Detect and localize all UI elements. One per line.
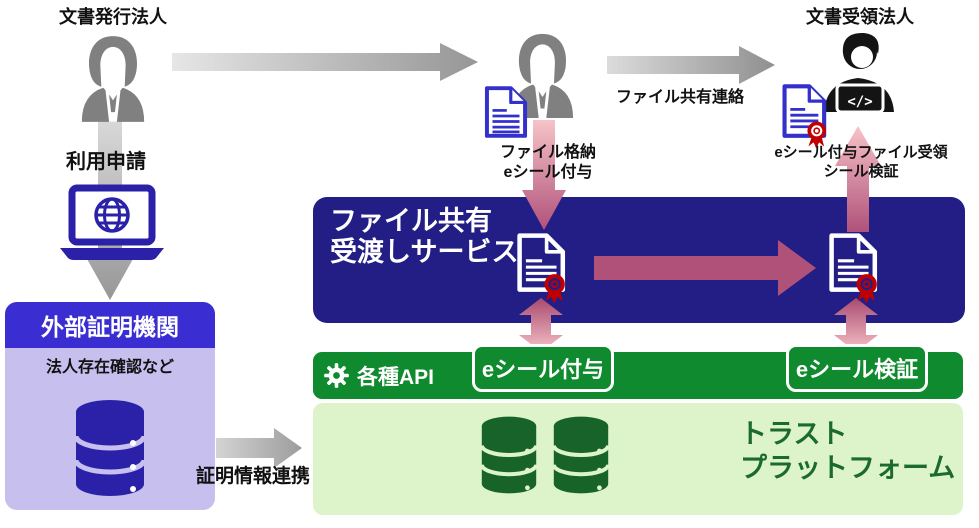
service-document-icon-left	[517, 233, 566, 304]
service-title: ファイル共有 受渡しサービス	[330, 206, 518, 268]
center-person-icon	[511, 33, 574, 118]
platform-title: トラスト プラットフォーム	[740, 417, 955, 485]
arrow-file-store-down	[522, 120, 566, 230]
external-cert-header: 外部証明機関	[5, 302, 215, 348]
file-store-line1: ファイル格納	[499, 144, 596, 161]
service-title-line2: 受渡しサービス	[330, 237, 519, 267]
file-store-line2: eシール付与	[503, 164, 593, 181]
platform-title-line2: プラットフォーム	[740, 453, 956, 483]
eseal-verify-button: eシール検証	[786, 344, 928, 392]
document-icon-sealed	[782, 84, 827, 149]
external-cert-title: 外部証明機関	[41, 314, 179, 340]
arrow-receive-up	[835, 126, 881, 232]
api-bar-label-group: 各種API	[323, 352, 434, 399]
arrow-issuer-to-center	[172, 43, 478, 81]
seal-icon	[856, 274, 877, 304]
trust-platform-box	[313, 403, 963, 515]
arrow-seal-attach-bidirectional	[519, 298, 563, 352]
platform-title-line1: トラスト	[740, 419, 848, 449]
eseal-attach-button: eシール付与	[472, 344, 614, 392]
svg-text:</>: </>	[847, 94, 872, 110]
service-document-icon-right	[829, 233, 878, 304]
platform-database-icon-1	[479, 416, 539, 494]
issuer-label: 文書発行法人	[59, 7, 167, 27]
cert-box-subtitle: 法人存在確認など	[45, 359, 174, 376]
arrow-doc-transfer	[594, 240, 816, 296]
api-bar-label: 各種API	[357, 365, 435, 389]
receiver-person-icon: </>	[824, 32, 894, 114]
arrow-cert-link	[216, 428, 302, 468]
arrow-seal-verify-bidirectional	[834, 298, 878, 352]
file-store-label: ファイル格納 eシール付与	[483, 143, 613, 183]
issuer-person-icon	[81, 36, 145, 122]
cert-link-label: 証明情報連携	[196, 466, 311, 487]
service-title-line1: ファイル共有	[330, 206, 492, 236]
gear-icon	[324, 363, 349, 388]
platform-database-icon-2	[551, 416, 611, 494]
arrow-center-to-receiver	[607, 46, 775, 84]
laptop-globe-icon	[60, 184, 164, 260]
file-share-arrow-label: ファイル共有連絡	[616, 89, 745, 106]
document-icon-plain	[484, 86, 528, 138]
apply-label: 利用申請	[66, 151, 146, 173]
receive-label: eシール付与ファイル受領 シール検証	[755, 143, 967, 181]
receive-line1: eシール付与ファイル受領	[774, 144, 948, 161]
receive-line2: シール検証	[823, 163, 899, 180]
receiver-label: 文書受領法人	[806, 7, 914, 27]
seal-icon	[544, 274, 565, 304]
seal-icon	[807, 121, 827, 149]
cert-database-icon	[73, 400, 147, 496]
